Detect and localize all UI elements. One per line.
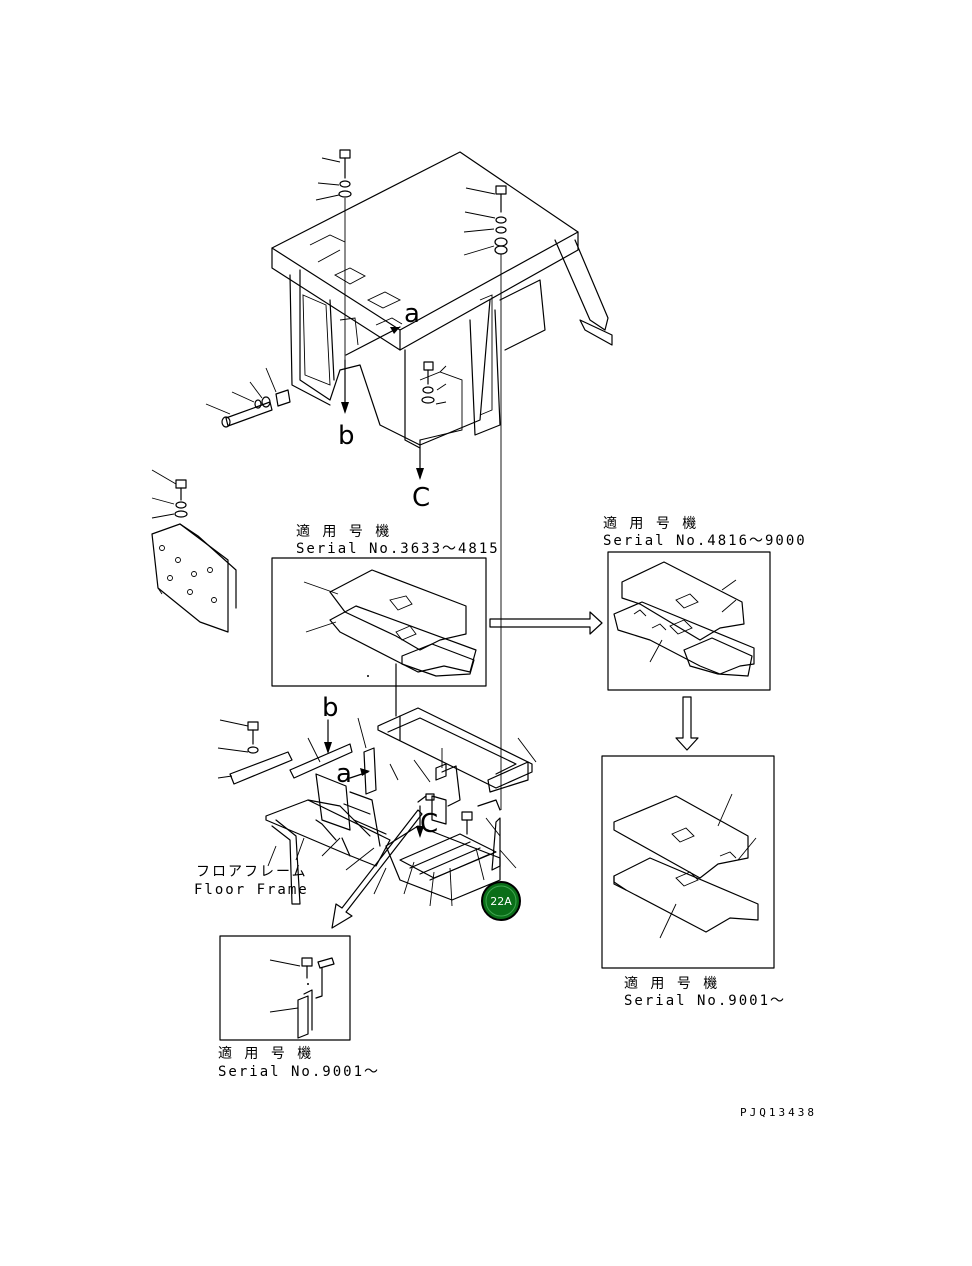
floor-mat-9001 [613,793,759,939]
bracket-plate-left [151,469,237,633]
callout-a-lower: a [336,759,352,789]
bolt-stack-center [421,361,447,405]
detail-box-serial-4816 [607,551,771,691]
arrow-b-top [341,359,349,414]
badge-22a[interactable]: 22A [481,881,521,921]
floor-frame-label-en: Floor Frame [194,882,309,898]
cab-canopy [271,151,613,449]
badge-22a-label: 22A [490,895,512,908]
arrow-c-lower [416,805,424,838]
serial-range-9001-right: Serial No.9001～ [624,993,786,1009]
serial-range-4816: Serial No.4816～9000 [603,533,807,549]
serial-range-9001-left: Serial No.9001～ [218,1064,380,1080]
badge-22a-circle[interactable] [481,881,521,921]
bolt-stack-right [463,185,508,810]
applicable-label-3633: 適 用 号 機 [296,523,391,540]
arrow-a-lower [349,768,370,779]
bracket-detail-9001 [269,957,335,1039]
detail-box-serial-9001-right [601,755,775,969]
detail-box-serial-3633 [271,557,487,687]
arrow-to-serial-4816 [489,611,603,635]
floor-frame-label-jp: フロアフレーム [196,864,308,880]
side-bolt-assembly [205,367,291,428]
callout-c-lower: C [420,809,438,839]
arrow-to-serial-9001-left [331,809,423,929]
drawing-code: PJQ13438 [740,1106,817,1119]
detail-box-serial-9001-left [219,935,351,1041]
serial-range-3633: Serial No.3633～4815 [296,541,500,557]
callout-a-top: a [404,299,420,329]
floor-frame [265,663,533,905]
arrow-a-top [345,326,401,356]
callout-b-top: b [338,421,355,451]
applicable-label-9001-left: 適 用 号 機 [218,1045,313,1062]
arrow-b-lower [324,719,332,754]
callout-c-top: C [412,483,430,513]
callout-b-lower: b [322,693,339,723]
floor-mat-3633 [303,569,477,677]
arrow-c-top [416,439,424,480]
floor-mat-4816 [613,561,755,677]
arrow-to-serial-9001-right [675,696,699,751]
floor-frame-fasteners [217,717,537,907]
applicable-label-9001-right: 適 用 号 機 [624,975,719,992]
applicable-label-4816: 適 用 号 機 [603,515,698,532]
